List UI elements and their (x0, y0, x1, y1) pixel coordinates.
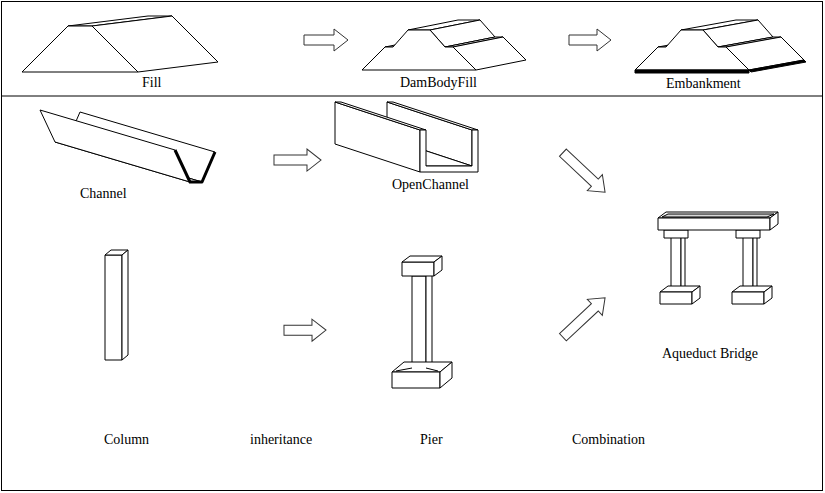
block-arrow (304, 29, 348, 51)
shape-label: Embankment (666, 76, 741, 92)
aqueduct-figure (658, 212, 778, 304)
block-arrow (555, 145, 612, 201)
shape-label: Fill (142, 75, 161, 91)
component-figure: OpenChannel (325, 100, 560, 195)
component-figure: Aqueduct Bridge (608, 185, 815, 370)
component-figure: Channel (25, 105, 270, 205)
shape-label: Aqueduct Bridge (662, 346, 758, 362)
embankment-figure (635, 20, 806, 73)
block-arrow (284, 319, 326, 341)
component-figure: Pier (330, 245, 560, 450)
fill-figure (22, 16, 218, 72)
component-figure: Column (70, 240, 280, 450)
block-arrow (569, 29, 611, 51)
block-arrow (274, 149, 321, 171)
block-arrow (555, 290, 612, 345)
shape-label: Channel (80, 186, 127, 202)
relation-label: inheritance (250, 432, 312, 448)
shape-label: Column (104, 432, 149, 448)
pier-figure (392, 256, 452, 388)
divider (2, 96, 823, 97)
shape-label: OpenChannel (392, 177, 469, 193)
relation-label: Combination (572, 432, 645, 448)
dam-body-fill-figure (362, 20, 526, 70)
shape-label: DamBodyFill (400, 75, 477, 91)
channel-figure (40, 110, 215, 182)
shape-label: Pier (420, 432, 443, 448)
component-figure: Fill (15, 4, 300, 93)
component-figure: DamBodyFill (352, 4, 565, 93)
column-figure (105, 250, 128, 360)
component-figure: Embankment (615, 4, 815, 93)
open-channel-figure (335, 102, 478, 172)
